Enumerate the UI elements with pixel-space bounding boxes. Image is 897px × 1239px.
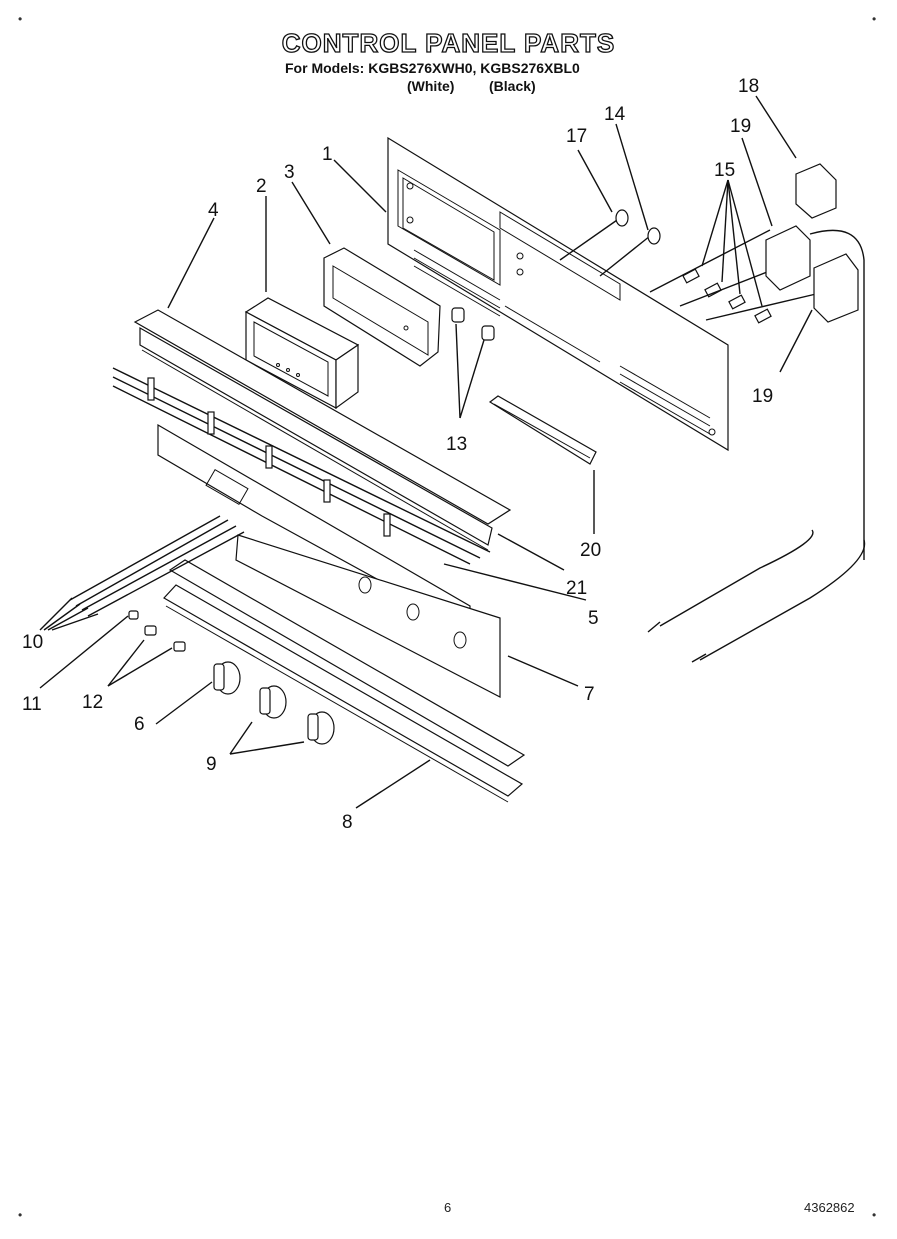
callout-3: 3 bbox=[284, 162, 295, 183]
corner-mark-top-left: • bbox=[18, 12, 23, 26]
part-wire-leads bbox=[69, 515, 245, 617]
callout-21: 21 bbox=[566, 578, 587, 599]
leader-lines bbox=[39, 95, 813, 809]
corner-mark-bottom-right: • bbox=[872, 1208, 877, 1222]
callout-2: 2 bbox=[256, 176, 267, 197]
callout-18: 18 bbox=[738, 76, 759, 97]
document-number: 4362862 bbox=[804, 1200, 855, 1215]
callout-14: 14 bbox=[604, 104, 626, 125]
corner-mark-bottom-left: • bbox=[18, 1208, 23, 1222]
callout-15: 15 bbox=[714, 160, 735, 181]
part-shafts bbox=[559, 209, 661, 277]
callout-6: 6 bbox=[134, 714, 145, 735]
part-wire-rail bbox=[112, 367, 491, 565]
part-display-frame bbox=[323, 247, 441, 367]
color-black-label: (Black) bbox=[489, 78, 536, 94]
callout-17: 17 bbox=[566, 126, 587, 147]
callout-5: 5 bbox=[588, 608, 599, 629]
callout-numbers: 1 2 3 4 5 6 7 8 9 10 11 12 13 14 15 17 1… bbox=[22, 76, 773, 833]
page-title: CONTROL PANEL PARTS bbox=[281, 27, 616, 58]
part-top-trim bbox=[133, 309, 512, 551]
callout-10: 10 bbox=[22, 632, 43, 653]
callout-9: 9 bbox=[206, 754, 217, 775]
callout-19-bottom: 19 bbox=[752, 386, 773, 407]
part-relay-boxes bbox=[765, 163, 865, 560]
part-small-hardware bbox=[128, 307, 597, 652]
part-bottom-trim bbox=[163, 559, 526, 803]
callout-4: 4 bbox=[208, 200, 219, 221]
part-circuit-board bbox=[157, 423, 471, 632]
callout-7: 7 bbox=[584, 684, 595, 705]
callout-13: 13 bbox=[446, 434, 467, 455]
corner-mark-top-right: • bbox=[872, 12, 877, 26]
part-knobs bbox=[213, 661, 335, 745]
color-white-label: (White) bbox=[407, 78, 455, 94]
models-line: For Models: KGBS276XWH0, KGBS276XBL0 bbox=[285, 60, 580, 76]
part-rear-panel bbox=[387, 136, 729, 452]
callout-8: 8 bbox=[342, 812, 353, 833]
part-connectors bbox=[649, 229, 817, 324]
callout-20: 20 bbox=[580, 540, 601, 561]
page-number: 6 bbox=[444, 1200, 452, 1215]
callout-19-top: 19 bbox=[730, 116, 751, 137]
part-control-plate bbox=[235, 534, 501, 698]
callout-11: 11 bbox=[22, 694, 42, 715]
callout-1: 1 bbox=[322, 144, 333, 165]
part-loose-wires bbox=[647, 529, 866, 663]
callout-12: 12 bbox=[82, 692, 103, 713]
part-display-module bbox=[244, 297, 360, 410]
